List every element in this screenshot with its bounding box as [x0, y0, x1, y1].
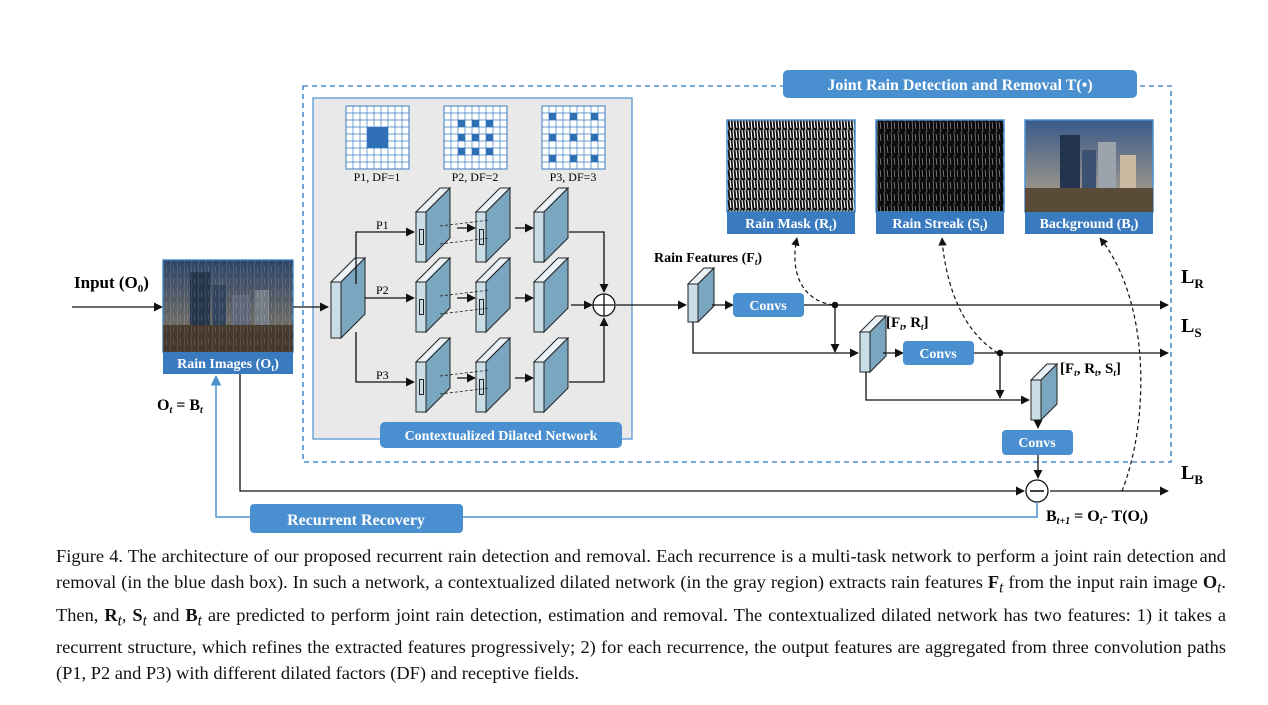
path-p3-block-3 [532, 336, 570, 414]
path-p1-dilation-lines [439, 219, 491, 245]
dilation-pattern-grids [345, 105, 606, 170]
rain-mask-label: Rain Mask (Rt) [745, 217, 837, 233]
svg-text:Convs: Convs [919, 347, 957, 362]
rain-features-block [686, 266, 716, 324]
rain-mask-image [726, 119, 856, 213]
background-label: Background (Bt) [1040, 217, 1139, 233]
path-labels: P1 P2 P3 [376, 218, 389, 382]
loss-ls: LS [1181, 315, 1202, 340]
concat-ft-rt-st-label: [Ft, Rt, St] [1060, 361, 1121, 378]
path-p1-block-2 [474, 186, 512, 264]
junction-dot [996, 349, 1004, 357]
conv-blocks [329, 186, 1059, 422]
path-p2-block-3 [532, 256, 570, 334]
branch-lines [355, 223, 687, 387]
path-p2-block-1 [414, 256, 452, 334]
concat-block-2 [1029, 362, 1059, 422]
cdn-label: Contextualized Dilated Network [405, 429, 598, 444]
joint-network-dashed-box [302, 85, 1172, 463]
cdn-label-pill: Contextualized Dilated Network [380, 422, 622, 448]
rain-streak-image [875, 119, 1005, 213]
background-image [1024, 119, 1154, 213]
grid-p1 [345, 105, 410, 170]
pattern-label-p1: P1, DF=1 [354, 170, 401, 184]
convs-pill-2: Convs [903, 341, 974, 365]
svg-text:Convs: Convs [1018, 436, 1056, 451]
path-p1-block-3 [532, 186, 570, 264]
path-label-p2: P2 [376, 283, 389, 297]
convs-pill-3: Convs [1002, 430, 1073, 455]
path-p3-block-1 [414, 336, 452, 414]
recurrent-loop-line [210, 374, 1038, 518]
right-flow-lines [239, 300, 1169, 496]
grid-p2 [443, 105, 508, 170]
rain-images-label-pill: Rain Images (Ot) [163, 352, 293, 374]
grid-p3 [541, 105, 606, 170]
recurrent-recovery-pill: Recurrent Recovery [250, 504, 463, 533]
input-label: Input (O0) [74, 273, 149, 295]
rain-images-label: Rain Images (Ot) [177, 357, 279, 373]
rain-image [162, 259, 294, 353]
output-dashed-links [791, 237, 1142, 492]
figure-caption: Figure 4. The architecture of our propos… [56, 546, 1227, 684]
path-p1-block-1 [414, 186, 452, 264]
svg-text:Convs: Convs [749, 299, 787, 314]
recurrent-recovery-label: Recurrent Recovery [287, 512, 425, 529]
path-p3-dilation-lines [439, 369, 491, 395]
loss-lb: LB [1181, 462, 1203, 487]
output-label-pills: Rain Mask (Rt) Rain Streak (St) Backgrou… [727, 212, 1153, 234]
convs-pill-1: Convs [733, 293, 804, 317]
joint-network-title: Joint Rain Detection and Removal T(•) [827, 77, 1092, 94]
concat-ft-rt-label: [Ft, Rt] [886, 315, 929, 332]
rain-features-label: Rain Features (Ft) [654, 251, 762, 267]
subtract-node [1025, 479, 1049, 503]
joint-network-title-pill: Joint Rain Detection and Removal T(•) [783, 70, 1137, 98]
path-label-p3: P3 [376, 368, 389, 382]
junction-dot [831, 301, 839, 309]
pattern-label-p3: P3, DF=3 [550, 170, 597, 184]
architecture-diagram: Joint Rain Detection and Removal T(•) Co… [72, 70, 1204, 533]
next-image-formula: Bt+1 = Ot- T(Ot) [1046, 508, 1148, 527]
path-p2-block-2 [474, 256, 512, 334]
pattern-label-p2: P2, DF=2 [452, 170, 499, 184]
loss-lr: LR [1181, 266, 1204, 291]
path-p2-dilation-lines [439, 289, 491, 315]
pattern-labels: P1, DF=1 P2, DF=2 P3, DF=3 [354, 170, 597, 184]
concat-block-1 [858, 314, 888, 374]
sum-node [592, 293, 616, 317]
path-label-p1: P1 [376, 218, 389, 232]
rain-streak-label: Rain Streak (St) [892, 217, 988, 233]
path-p3-block-2 [474, 336, 512, 414]
ot-equals-bt-label: Ot = Bt [157, 397, 204, 416]
